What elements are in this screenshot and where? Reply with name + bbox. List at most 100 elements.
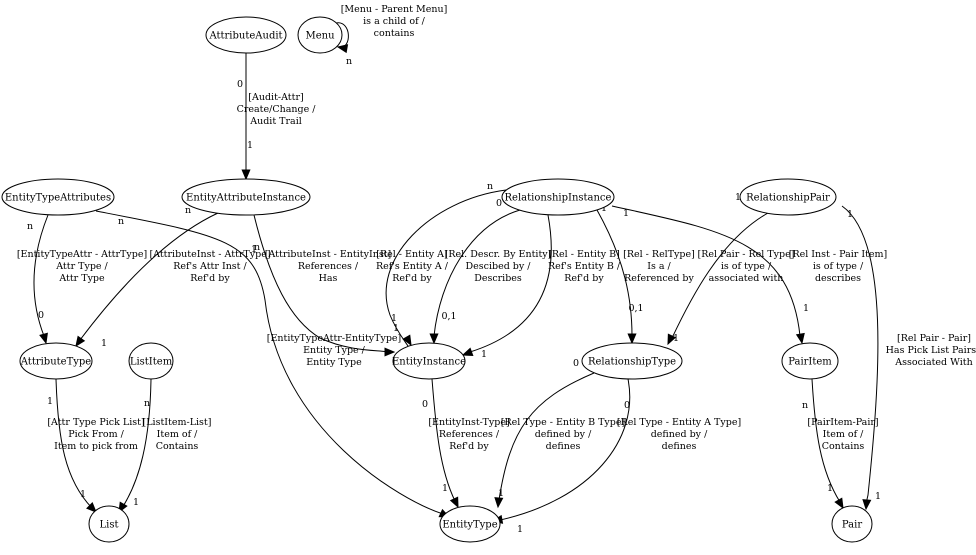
- edge-label-line: Ref's Entity B /: [548, 261, 621, 272]
- node-list-item: ListItem: [128, 342, 174, 380]
- node-ellipse: [739, 178, 837, 216]
- edge-line: [498, 372, 595, 501]
- edge-label-line: [Rel - Entity B]: [548, 249, 620, 260]
- multiplicity-head: 1: [80, 489, 86, 500]
- edge-eta_attrtype: [EntityTypeAttr - AttrType]Attr Type /At…: [17, 214, 147, 345]
- node-label: RelationshipInstance: [505, 193, 612, 204]
- edge-reltype_entity_b: [Rel Type - Entity B Type]defined by /de…: [494, 358, 625, 509]
- edge-label-line: Has Pick List Pairs /: [886, 345, 976, 356]
- edge-label-line: Audit Trail: [249, 116, 302, 127]
- arrow-head-icon: [795, 332, 805, 345]
- edge-line: [811, 378, 841, 503]
- node-label: AttributeType: [20, 357, 92, 368]
- arrow-head-icon: [384, 347, 396, 357]
- node-attribute-type: AttributeType: [19, 342, 93, 380]
- multiplicity-tail: 1: [47, 396, 53, 407]
- edge-line: [433, 209, 521, 337]
- edge-label-line: Contains: [156, 441, 199, 452]
- edge-label-line: Entity Type /: [303, 345, 366, 356]
- edge-line: [671, 212, 769, 339]
- multiplicity-tail: 1: [601, 203, 607, 214]
- node-list: List: [88, 505, 130, 543]
- edge-label-line: Item of /: [157, 429, 198, 440]
- node-label: EntityTypeAttributes: [5, 193, 111, 204]
- node-ellipse: [581, 342, 683, 380]
- edge-label-line: defines: [662, 441, 697, 452]
- multiplicity-head: 1: [442, 483, 448, 494]
- edge-label-line: Has: [319, 273, 338, 284]
- edge-label-line: associated with: [709, 273, 784, 284]
- edge-label-line: [Rel. Descr. By Entity]: [445, 249, 552, 260]
- node-label: EntityType: [442, 520, 497, 531]
- multiplicity-tail: n: [144, 398, 150, 409]
- edge-line: [431, 378, 456, 502]
- arrow-head-icon: [862, 499, 872, 511]
- node-label: Menu: [305, 31, 335, 42]
- node-ellipse: [439, 505, 501, 543]
- edge-label-line: Is a /: [647, 261, 671, 272]
- edge-line: [95, 210, 444, 515]
- edge-label-line: [Rel - RelType]: [623, 249, 695, 260]
- arrow-head-icon: [627, 333, 637, 345]
- arrow-head-icon: [336, 44, 349, 54]
- node-label: List: [100, 520, 119, 531]
- multiplicity-head: 1: [875, 491, 881, 502]
- node-pair-item: PairItem: [781, 342, 839, 380]
- edge-relpair_pair: [Rel Pair - Pair]Has Pick List Pairs /As…: [841, 205, 976, 511]
- multiplicity-head: 1: [498, 488, 504, 499]
- edge-menu_parent: [Menu - Parent Menu]is a child of /conta…: [332, 4, 447, 67]
- node-ellipse: [297, 16, 343, 54]
- edge-label-line: is of type /: [813, 261, 864, 272]
- node-attribute-audit: AttributeAudit: [205, 16, 287, 54]
- node-ellipse: [781, 342, 839, 380]
- edge-label-line: defined by /: [651, 429, 708, 440]
- edge-label-line: is a child of /: [363, 16, 425, 27]
- edge-label-line: [Rel - Entity A]: [376, 249, 447, 260]
- multiplicity-tail: n: [185, 205, 191, 216]
- arrow-head-icon: [39, 332, 48, 345]
- multiplicity-tail: n: [487, 181, 493, 192]
- edge-label-line: [Rel Inst - Pair Item]: [789, 249, 888, 260]
- edge-label-line: Descibed by /: [466, 261, 532, 272]
- node-entity-type: EntityType: [439, 505, 501, 543]
- multiplicity-head: 1: [803, 303, 809, 314]
- arrow-head-icon: [241, 169, 251, 181]
- edge-label-line: References /: [439, 429, 500, 440]
- node-entity-type-attributes: EntityTypeAttributes: [1, 178, 115, 216]
- node-entity-instance: EntityInstance: [392, 342, 466, 380]
- node-relationship-type: RelationshipType: [581, 342, 683, 380]
- multiplicity-tail: 1: [623, 208, 629, 219]
- node-label: EntityInstance: [392, 357, 466, 368]
- edge-line: [611, 205, 801, 337]
- edge-rel_entity_b: [Rel - Entity B]Ref's Entity B /Ref'd by…: [461, 201, 621, 360]
- edge-line: [253, 214, 389, 353]
- node-ellipse: [392, 342, 466, 380]
- edge-label-line: Pick From /: [68, 429, 124, 440]
- edge-label-line: [Rel Type - Entity B Type]: [501, 417, 625, 428]
- edge-label-line: Create/Change /: [237, 104, 317, 115]
- edge-label-line: Ref'd by: [392, 273, 432, 284]
- node-relationship-pair: RelationshipPair: [739, 178, 837, 216]
- edge-label-line: Contains: [822, 441, 865, 452]
- arrow-head-icon: [494, 497, 504, 509]
- edge-rel_entity_a: [Rel - Entity A]Ref's Entity A /Ref'd by…: [376, 181, 507, 347]
- edge-label-line: [EntityInst-Type]: [428, 417, 509, 428]
- multiplicity-head: 1: [101, 338, 107, 349]
- arrow-head-icon: [429, 333, 439, 345]
- multiplicity-tail: n: [802, 400, 808, 411]
- edge-label-line: Describes: [474, 273, 522, 284]
- node-label: AttributeAudit: [208, 31, 282, 42]
- edge-label-line: Attr Type: [58, 273, 105, 284]
- multiplicity-head: n: [346, 56, 352, 67]
- edge-line: [469, 214, 552, 353]
- multiplicity-tail: n: [118, 216, 124, 227]
- node-label: PairItem: [788, 357, 832, 368]
- edge-rel_descr: [Rel. Descr. By Entity]Descibed by /Desc…: [429, 198, 552, 345]
- edge-label-line: Ref'd by: [564, 273, 604, 284]
- edge-label-line: Ref's Entity A /: [376, 261, 449, 272]
- multiplicity-head: 1: [393, 323, 399, 334]
- node-relationship-instance: RelationshipInstance: [501, 178, 615, 216]
